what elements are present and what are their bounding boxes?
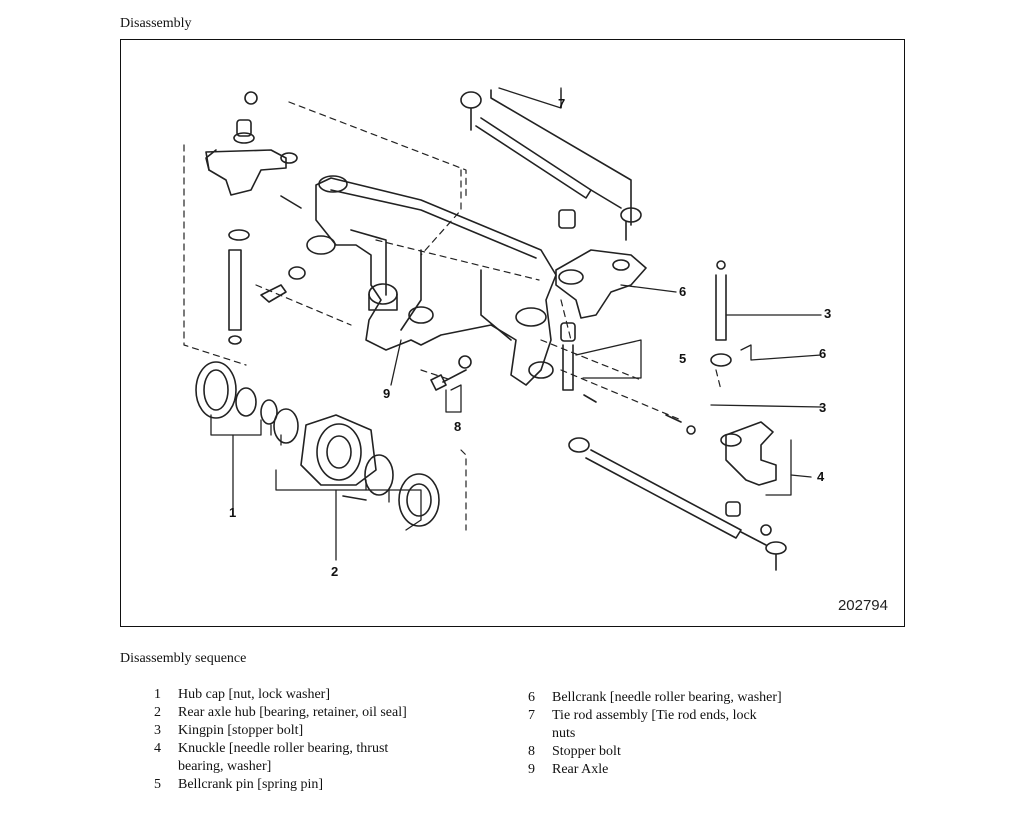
sequence-item: 3 Kingpin [stopper bolt] (150, 722, 408, 740)
callout-2: 2 (331, 564, 338, 579)
sequence-item-text: Bellcrank pin [spring pin] (178, 777, 324, 792)
sequence-list-right: 6 Bellcrank [needle roller bearing, washe… (524, 689, 782, 779)
sequence-item: 8 Stopper bolt (524, 743, 782, 761)
sequence-item-text: Rear Axle (552, 762, 609, 777)
sequence-item-text: Hub cap [nut, lock washer] (178, 687, 331, 702)
sequence-item-text: Knuckle [needle roller bearing, thrust b… (178, 741, 389, 774)
page-title: Disassembly (120, 16, 192, 31)
sequence-item-number: 8 (528, 744, 535, 759)
callout-8: 8 (454, 419, 461, 434)
callout-3a: 3 (824, 306, 831, 321)
sequence-item-text: Bellcrank [needle roller bearing, washer… (552, 690, 782, 705)
sequence-item: 4 Knuckle [needle roller bearing, thrust … (150, 740, 408, 776)
diagram-drawing: 1 2 3 3 4 5 6 6 7 8 9 (183, 87, 831, 579)
sequence-item-text: Stopper bolt (552, 744, 621, 759)
sequence-item-text: Kingpin [stopper bolt] (178, 723, 304, 738)
callout-6a: 6 (679, 284, 686, 299)
sequence-item-text: Rear axle hub [bearing, retainer, oil se… (178, 705, 407, 720)
sequence-item-number: 9 (528, 762, 535, 777)
sequence-item: 7 Tie rod assembly [Tie rod ends, lock nu… (524, 707, 782, 743)
callout-7: 7 (558, 96, 565, 111)
callout-9: 9 (383, 386, 390, 401)
callout-5: 5 (679, 351, 686, 366)
sequence-item-number: 6 (528, 690, 535, 705)
sequence-title: Disassembly sequence (120, 651, 247, 666)
callout-3b: 3 (819, 400, 826, 415)
callout-6b: 6 (819, 346, 826, 361)
sequence-item-number: 7 (528, 708, 535, 723)
sequence-item-number: 5 (154, 777, 161, 792)
figure-number: 202794 (837, 597, 888, 614)
callout-1: 1 (229, 505, 236, 520)
sequence-item: 2 Rear axle hub [bearing, retainer, oil s… (150, 704, 408, 722)
callout-4: 4 (817, 469, 825, 484)
sequence-item-text: Tie rod assembly [Tie rod ends, lock nut… (552, 708, 757, 741)
sequence-item: 9 Rear Axle (524, 761, 782, 779)
exploded-view-diagram: 1 2 3 3 4 5 6 6 7 8 9 202794 (120, 39, 905, 627)
sequence-item-number: 2 (154, 705, 161, 720)
sequence-item-number: 3 (154, 723, 161, 738)
sequence-item: 6 Bellcrank [needle roller bearing, washe… (524, 689, 782, 707)
sequence-item: 1 Hub cap [nut, lock washer] (150, 686, 408, 704)
sequence-item-number: 4 (154, 741, 161, 756)
sequence-item: 5 Bellcrank pin [spring pin] (150, 776, 408, 794)
sequence-list-left: 1 Hub cap [nut, lock washer] 2 Rear axle hu… (150, 686, 408, 794)
sequence-item-number: 1 (154, 687, 161, 702)
